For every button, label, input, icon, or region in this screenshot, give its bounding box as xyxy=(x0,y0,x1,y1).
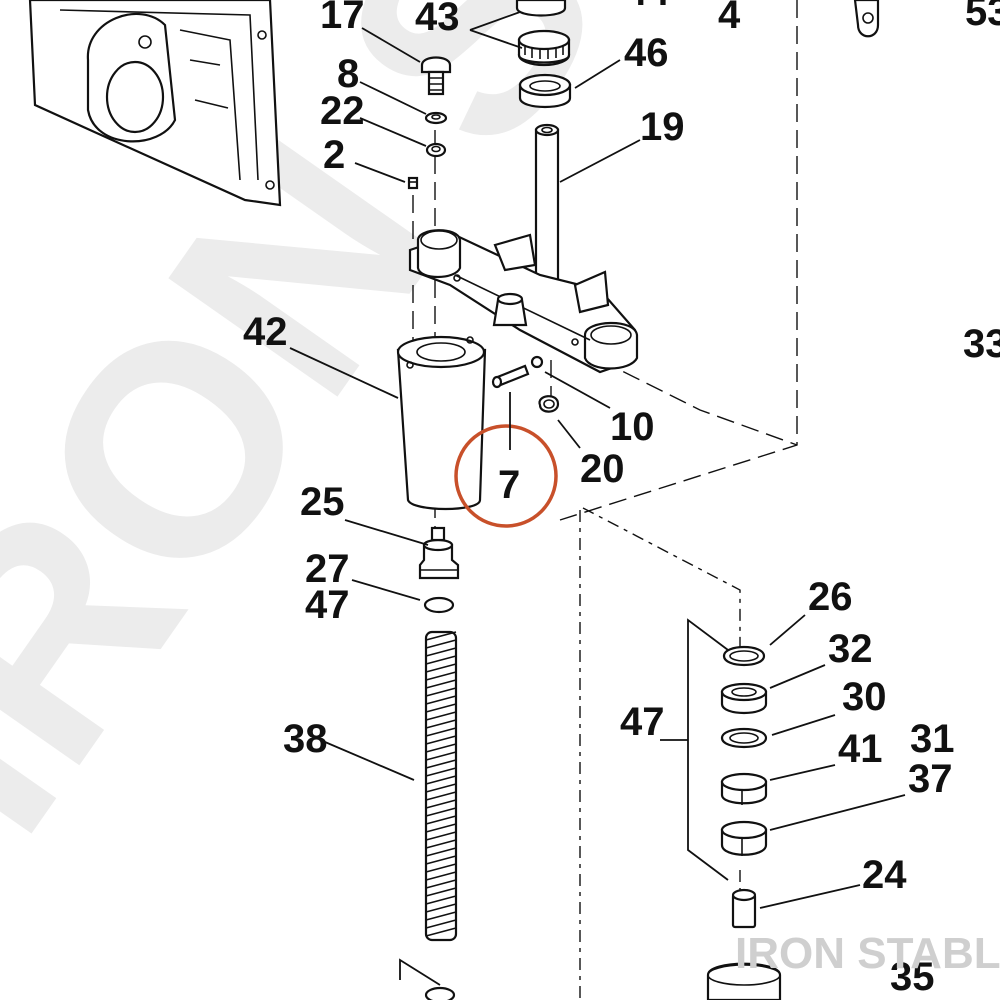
bolt-17 xyxy=(420,56,452,96)
highlight-circle xyxy=(454,424,558,528)
callout-8: 8 xyxy=(337,52,359,96)
lower-clip xyxy=(399,958,456,1000)
callout-38: 38 xyxy=(283,717,328,761)
callout-42: 42 xyxy=(243,310,288,354)
triple-clamp xyxy=(408,229,639,374)
callout-19: 19 xyxy=(640,105,685,149)
race-46 xyxy=(518,73,572,108)
callout-22: 22 xyxy=(320,89,365,133)
washer-10 xyxy=(530,355,544,369)
group-bracket-47 xyxy=(687,618,729,881)
callout-30: 30 xyxy=(842,675,887,719)
upper-housing xyxy=(28,0,282,207)
callout-33: 33 xyxy=(963,322,1000,366)
sleeve-35 xyxy=(706,962,782,1000)
screw-2 xyxy=(407,176,419,190)
callout-44: 44 xyxy=(625,0,670,14)
assembly-guide-lines xyxy=(412,0,798,1000)
steering-stem-19 xyxy=(534,123,560,292)
leader-lines xyxy=(289,11,906,909)
callout-32: 32 xyxy=(828,627,873,671)
washer-8 xyxy=(424,111,448,125)
callout-53: 53 xyxy=(965,0,1000,34)
o-ring-47 xyxy=(423,596,455,614)
bolt-7 xyxy=(491,364,530,389)
callout-26: 26 xyxy=(808,575,853,619)
callout-labels: 17 43 44 4 53 46 8 22 2 19 42 33 10 7 20… xyxy=(243,0,1000,999)
callout-4: 4 xyxy=(718,0,741,37)
callout-47-right: 47 xyxy=(620,700,665,744)
spring-38 xyxy=(424,630,458,942)
callout-37: 37 xyxy=(908,757,953,801)
bearing-43 xyxy=(517,29,571,67)
circlip-26 xyxy=(722,645,766,667)
damper-valve-25 xyxy=(418,526,460,580)
link-bar xyxy=(853,0,880,38)
callout-25: 25 xyxy=(300,480,345,524)
callout-7: 7 xyxy=(498,463,520,507)
callout-31: 31 xyxy=(910,717,955,761)
callout-24: 24 xyxy=(862,853,907,897)
circlip-20 xyxy=(538,395,560,413)
bearing-44 xyxy=(515,0,567,17)
callout-43: 43 xyxy=(415,0,460,39)
fork-tube-42 xyxy=(396,335,487,511)
callout-47-left: 47 xyxy=(305,583,350,627)
spacer-24 xyxy=(731,888,757,929)
washer-22 xyxy=(425,142,447,158)
callout-27: 27 xyxy=(305,547,350,591)
bushing-41 xyxy=(720,772,768,805)
callout-10: 10 xyxy=(610,405,655,449)
callout-46: 46 xyxy=(624,31,669,75)
bearing-32 xyxy=(720,682,768,714)
bushing-37 xyxy=(720,820,768,856)
callout-2: 2 xyxy=(323,133,345,177)
callout-17: 17 xyxy=(320,0,365,37)
callout-20: 20 xyxy=(580,447,625,491)
callout-35: 35 xyxy=(890,955,935,999)
callout-41: 41 xyxy=(838,727,883,771)
brand-logo-text: IRON STABLE xyxy=(735,929,1000,978)
seal-30 xyxy=(720,728,768,748)
